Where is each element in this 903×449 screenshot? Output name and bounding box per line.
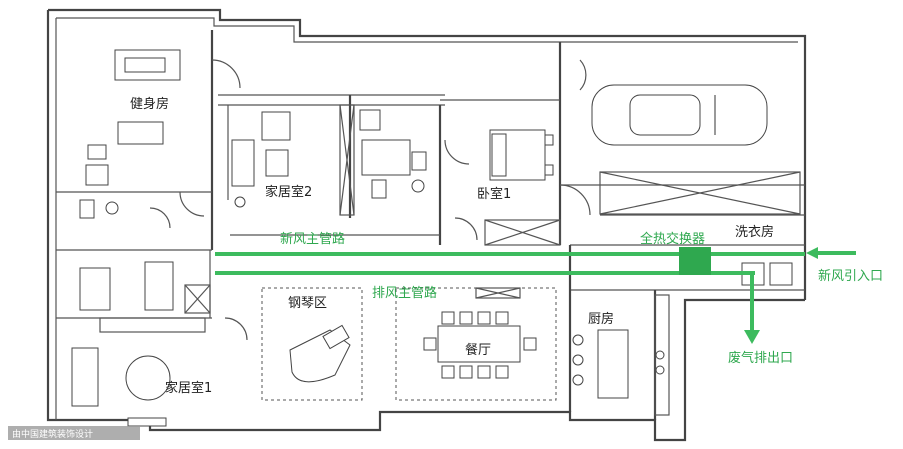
bed-icon <box>489 129 554 181</box>
label-dining: 餐厅 <box>465 342 491 358</box>
fresh-air-main-duct <box>215 252 713 256</box>
exhaust-arrow-icon <box>744 330 760 344</box>
ventilation-system <box>215 247 856 344</box>
bathroom-fixtures <box>79 109 427 311</box>
family-room-2-furniture <box>231 111 291 208</box>
heat-exchanger-unit <box>679 247 711 275</box>
watermark: 由中国建筑装饰设计 <box>12 428 93 440</box>
label-exhaust-outlet: 废气排出口 <box>728 350 793 366</box>
label-family-room-1: 家居室1 <box>165 380 212 396</box>
label-piano-area: 钢琴区 <box>288 296 327 311</box>
label-exhaust-main: 排风主管路 <box>372 285 437 301</box>
label-gym: 健身房 <box>130 96 169 112</box>
interior-walls <box>56 30 805 420</box>
kitchen-fixtures <box>572 329 665 399</box>
label-bedroom-1: 卧室1 <box>477 186 511 202</box>
label-kitchen: 厨房 <box>588 311 614 327</box>
label-heat-exchanger: 全热交换器 <box>640 231 705 247</box>
cabinets <box>99 104 670 416</box>
label-family-room-2: 家居室2 <box>265 184 312 200</box>
piano-area <box>261 287 363 401</box>
label-laundry: 洗衣房 <box>735 224 774 240</box>
doors <box>149 59 591 341</box>
label-fresh-air-inlet: 新风引入口 <box>818 268 883 284</box>
inlet-arrow-icon <box>806 247 818 259</box>
exhaust-main-duct <box>215 271 755 275</box>
dining-area <box>395 287 557 401</box>
family-room-1-furniture <box>71 347 171 427</box>
label-fresh-air-main: 新风主管路 <box>280 231 345 247</box>
gym-equipment-icon <box>85 49 181 186</box>
car-icon <box>591 84 768 146</box>
